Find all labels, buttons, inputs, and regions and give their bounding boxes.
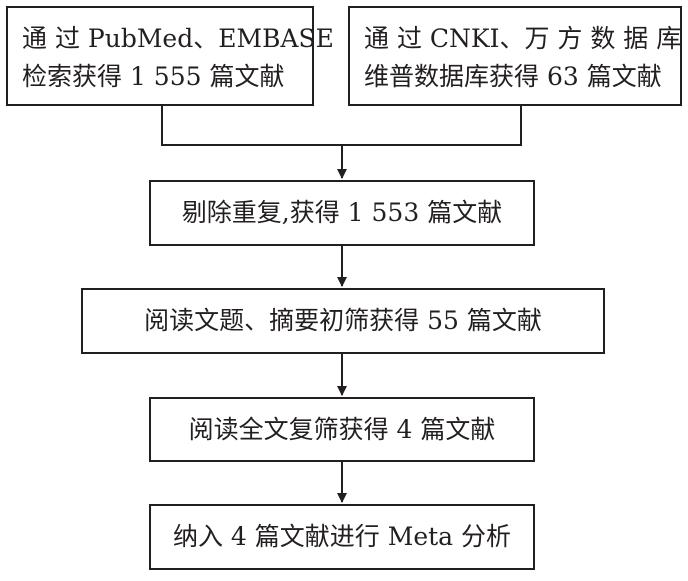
source-box-cnki-wanfang-vip: 通 过 CNKI、万 方 数 据 库 、 维普数据库获得 63 篇文献 <box>348 6 688 106</box>
step-include-text: 纳入 4 篇文献进行 Meta 分析 <box>172 522 512 551</box>
step-box-meta-analysis-include: 纳入 4 篇文献进行 Meta 分析 <box>149 504 535 570</box>
step-box-dedup: 剔除重复,获得 1 553 篇文献 <box>149 180 535 246</box>
source-left-line-1: 通 过 PubMed、EMBASE <box>22 24 334 53</box>
source-box-pubmed-embase: 通 过 PubMed、EMBASE 检索获得 1 555 篇文献 <box>6 6 334 106</box>
step-fulltext-text: 阅读全文复筛获得 4 篇文献 <box>188 414 496 444</box>
step-dedup-text: 剔除重复,获得 1 553 篇文献 <box>181 198 503 227</box>
step-screen-text: 阅读文题、摘要初筛获得 55 篇文献 <box>144 306 542 335</box>
step-box-title-abstract-screen: 阅读文题、摘要初筛获得 55 篇文献 <box>81 288 605 354</box>
source-right-line-1: 通 过 CNKI、万 方 数 据 库 、 <box>364 24 688 53</box>
step-box-fulltext-screen: 阅读全文复筛获得 4 篇文献 <box>149 397 535 462</box>
source-left-line-2: 检索获得 1 555 篇文献 <box>22 62 285 91</box>
merge-connector <box>161 106 522 146</box>
source-right-line-2: 维普数据库获得 63 篇文献 <box>364 62 662 91</box>
